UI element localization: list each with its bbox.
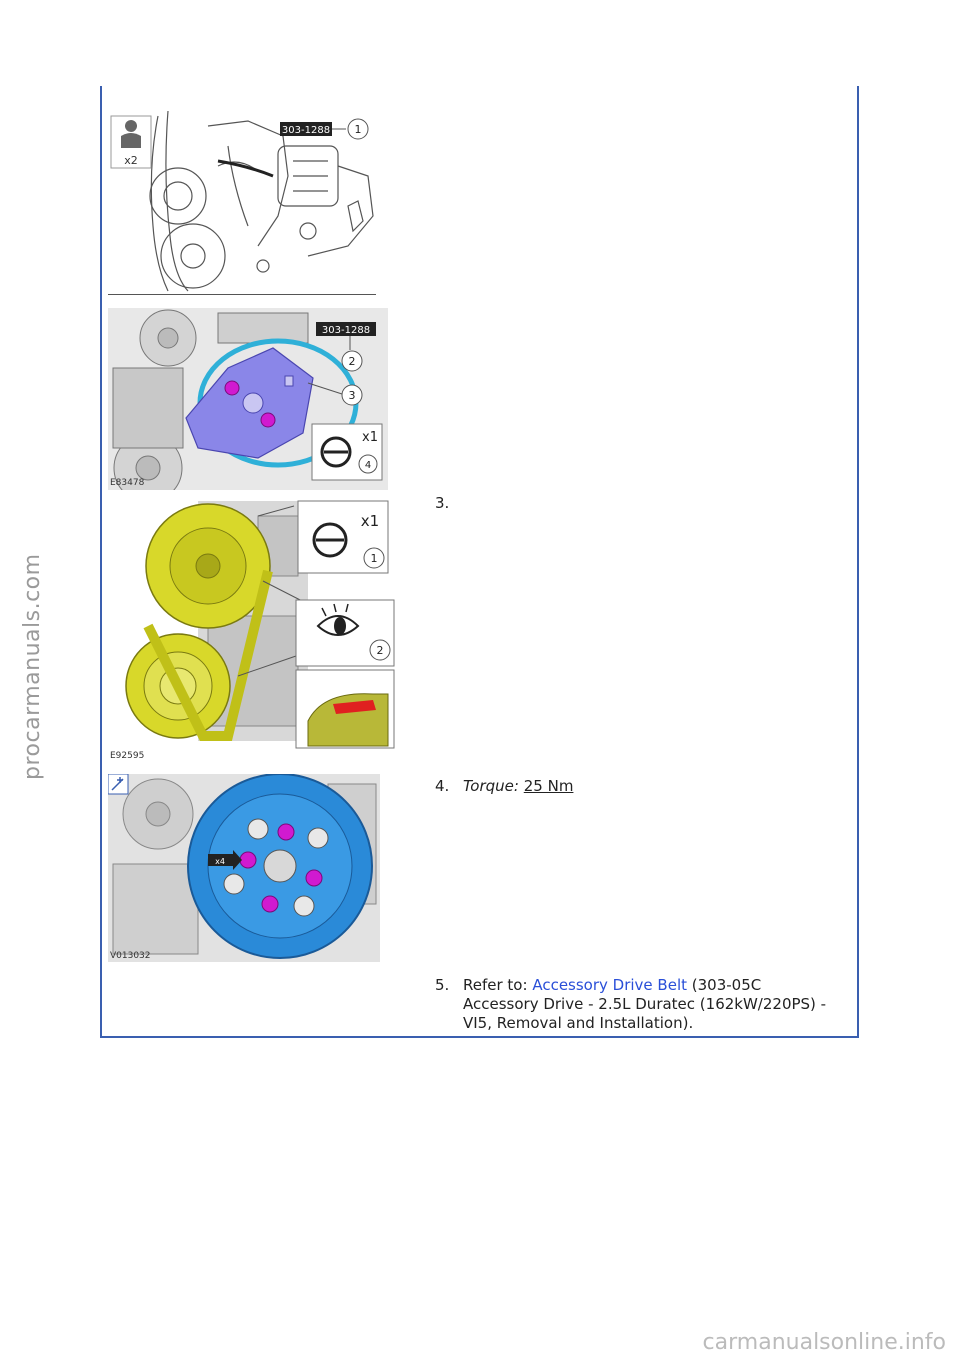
figure-code: V013032 (110, 951, 151, 961)
refer-prefix: Refer to: (463, 976, 528, 994)
figure-1-tool-install: x2 303-1288 1 (108, 106, 378, 296)
zoom-icon[interactable] (108, 774, 129, 795)
bolt-count: x4 (215, 857, 225, 866)
figure-4-crank-pulley: x4 V013032 (108, 774, 380, 962)
callout-2: 2 (377, 644, 384, 657)
step-3: 3. (435, 494, 463, 513)
persons-count: x2 (124, 154, 138, 167)
procedure-frame (100, 86, 859, 1038)
callout-3: 3 (349, 389, 356, 402)
tool-id-label: 303-1288 (282, 125, 330, 136)
figure-divider (108, 294, 376, 295)
torque-label: Torque: (463, 777, 519, 795)
callout-1: 1 (355, 123, 362, 136)
accessory-drive-belt-link[interactable]: Accessory Drive Belt (532, 976, 687, 994)
figure-code: E83478 (110, 478, 145, 488)
figure-3-belt-check: x1 1 2 E92595 (108, 496, 398, 764)
step-number: 4. (435, 777, 450, 795)
torque-value: 25 Nm (523, 777, 574, 795)
tool-id-label: 303-1288 (322, 325, 370, 336)
callout-2: 2 (349, 355, 356, 368)
refer-suffix: (303-05C (691, 976, 762, 994)
step-5: 5. Refer to: Accessory Drive Belt (303-05… (435, 976, 855, 1033)
side-watermark: procarmanuals.com (20, 553, 45, 780)
figure-code: E92595 (110, 751, 144, 761)
refer-line-2: Accessory Drive - 2.5L Duratec (162kW/22… (463, 995, 827, 1013)
refer-line-3: VI5, Removal and Installation). (463, 1014, 694, 1032)
bottom-watermark: carmanualsonline.info (702, 1330, 946, 1355)
operator-icon: x2 (110, 115, 152, 169)
callout-4: 4 (365, 460, 371, 471)
step-4: 4. Torque: 25 Nm (435, 777, 573, 796)
rotation-count: x1 (361, 512, 379, 530)
callout-1: 1 (371, 552, 378, 565)
step-number: 3. (435, 494, 450, 512)
rotation-count: x1 (362, 430, 378, 445)
step-number: 5. (435, 976, 450, 994)
figure-2-tensioner: 303-1288 2 3 x1 4 E83478 (108, 308, 388, 490)
